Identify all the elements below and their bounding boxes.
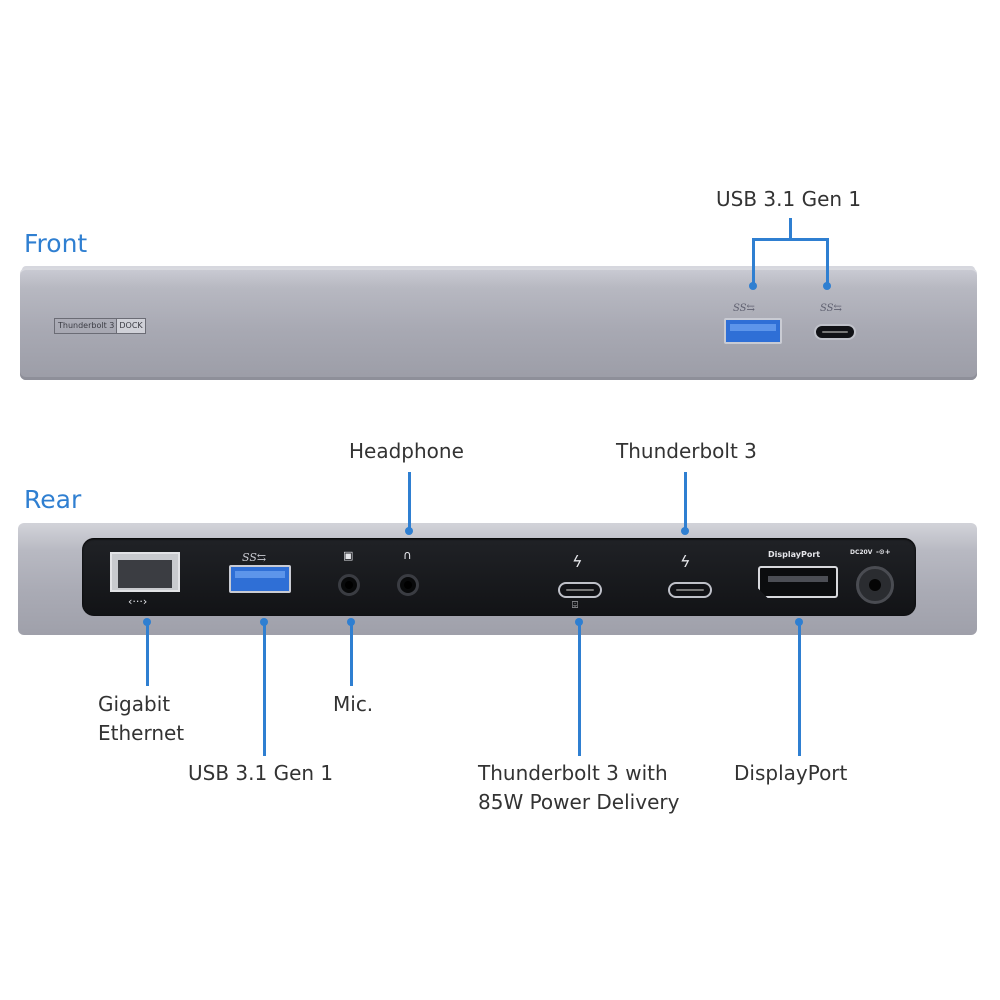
- callout-dot: [681, 527, 689, 535]
- mic-callout-label: Mic.: [333, 692, 374, 716]
- tb3-pd-callout-line: [578, 622, 581, 756]
- ethernet-socket: [118, 560, 172, 588]
- front-usb-c-port: [814, 324, 856, 340]
- usb-c-tongue: [566, 589, 594, 591]
- superspeed-logo-icon: SS⇆: [820, 303, 842, 314]
- mic-icon: ▣: [343, 549, 354, 562]
- ethernet-callout-line1: Gigabit: [98, 692, 171, 716]
- callout-dot: [405, 527, 413, 535]
- front-callout-leg-usb-a: [752, 238, 755, 286]
- ethernet-port: [110, 552, 180, 592]
- usb-a-tongue: [235, 571, 285, 578]
- headphone-callout-line: [408, 472, 411, 530]
- thunderbolt3-pd-port: [558, 582, 602, 598]
- dc-polarity-icon: -⊙+: [876, 548, 891, 556]
- rear-section-title: Rear: [24, 485, 82, 514]
- front-usb-callout-label: USB 3.1 Gen 1: [716, 187, 862, 211]
- thunderbolt3-port: [668, 582, 712, 598]
- ethernet-icon: ‹···›: [128, 595, 148, 608]
- front-section-title: Front: [24, 229, 88, 258]
- dc-power-jack: [856, 566, 894, 604]
- usb-c-tongue: [822, 331, 848, 333]
- displayport-port: [758, 566, 838, 598]
- front-callout-leg-usb-c: [826, 238, 829, 286]
- headphone-callout-label: Headphone: [349, 439, 464, 463]
- thunderbolt3-callout-label: Thunderbolt 3: [616, 439, 757, 463]
- mic-jack: [338, 574, 360, 596]
- usb-c-tongue: [676, 589, 704, 591]
- brand-dock-text: DOCK: [116, 319, 145, 333]
- brand-badge: Thunderbolt 3 DOCK: [54, 318, 146, 334]
- displayport-contacts: [768, 576, 828, 582]
- displayport-port-label: DisplayPort: [768, 550, 821, 559]
- headphone-jack: [397, 574, 419, 596]
- tb3-pd-callout-line2: 85W Power Delivery: [478, 790, 680, 814]
- power-delivery-icon: ⌹: [572, 600, 578, 611]
- tb3-pd-callout-label: Thunderbolt 3 with 85W Power Delivery: [478, 759, 679, 817]
- mic-callout-line: [350, 622, 353, 686]
- dc-voltage-label: DC20V: [850, 549, 873, 556]
- thunderbolt-icon: ϟ: [572, 552, 583, 571]
- ethernet-callout-line: [146, 622, 149, 686]
- jack-hole: [404, 581, 412, 589]
- callout-dot: [823, 282, 831, 290]
- usb-callout-label: USB 3.1 Gen 1: [188, 761, 334, 785]
- front-callout-stem: [789, 218, 792, 240]
- thunderbolt-icon: ϟ: [680, 552, 691, 571]
- superspeed-logo-icon: SS⇆: [733, 303, 755, 314]
- ethernet-callout-label: Gigabit Ethernet: [98, 690, 184, 748]
- brand-text: Thunderbolt 3: [58, 321, 115, 330]
- callout-dot: [749, 282, 757, 290]
- displayport-callout-label: DisplayPort: [734, 761, 848, 785]
- ethernet-callout-line2: Ethernet: [98, 721, 185, 745]
- displayport-callout-line: [798, 622, 801, 756]
- headphone-icon: ∩: [403, 548, 412, 562]
- tb3-pd-callout-line1: Thunderbolt 3 with: [478, 761, 668, 785]
- front-usb-a-port: [724, 318, 782, 344]
- usb-a-tongue: [730, 324, 776, 331]
- rear-usb-a-port: [229, 565, 291, 593]
- dc-jack-hole: [869, 579, 881, 591]
- usb-callout-line: [263, 622, 266, 756]
- thunderbolt3-callout-line: [684, 472, 687, 530]
- jack-hole: [345, 581, 353, 589]
- superspeed-logo-icon: SS⇆: [242, 551, 267, 564]
